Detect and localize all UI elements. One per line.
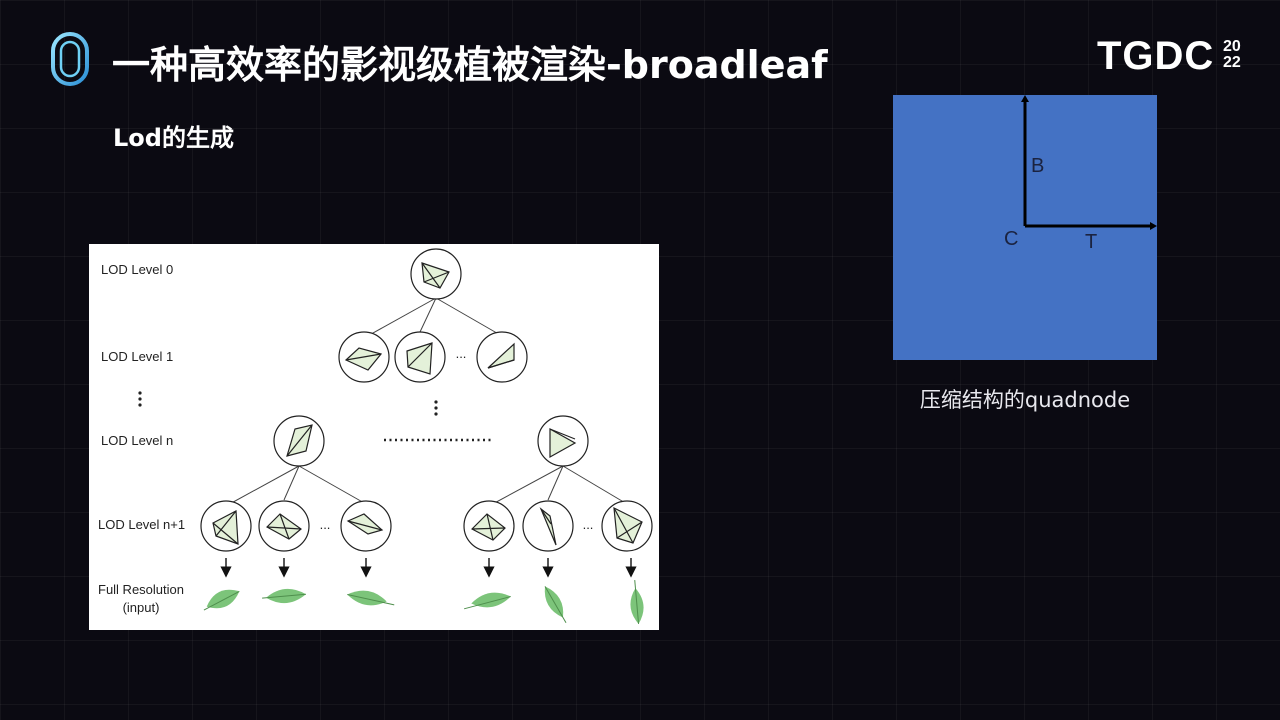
lod-level-label: LOD Level n+1 bbox=[98, 517, 185, 532]
lod-node bbox=[601, 500, 653, 552]
lod-node bbox=[273, 415, 325, 467]
axis-label-b: B bbox=[1031, 155, 1045, 177]
leaf-icon bbox=[463, 592, 511, 610]
full-res-input-label: (input) bbox=[123, 600, 160, 615]
leaf-icons bbox=[203, 580, 644, 624]
brand-year-top: 20 bbox=[1223, 38, 1241, 55]
lod-node bbox=[537, 415, 589, 467]
quadnode-caption: 压缩结构的quadnode bbox=[919, 388, 1131, 412]
ellipsis-text: ... bbox=[456, 346, 467, 361]
brand-text: TGDC bbox=[1097, 34, 1215, 78]
leaf-icon bbox=[262, 589, 306, 603]
quadnode-axes bbox=[1021, 95, 1157, 230]
lod-node bbox=[463, 500, 515, 552]
lod-node bbox=[258, 500, 310, 552]
lod-node bbox=[394, 331, 446, 383]
lod-level-label: LOD Level n bbox=[101, 433, 173, 448]
tree-edges bbox=[225, 297, 628, 507]
vertical-ellipsis bbox=[138, 391, 438, 416]
down-arrows bbox=[220, 558, 637, 578]
leaf-icon bbox=[544, 586, 567, 624]
leaf-icon bbox=[203, 589, 240, 611]
lod-nodes bbox=[200, 248, 653, 552]
lod-node bbox=[476, 331, 528, 383]
leaf-icon bbox=[630, 580, 644, 624]
lod-node bbox=[340, 500, 392, 552]
ring-logo-icon bbox=[51, 32, 89, 86]
axis-label-c: C bbox=[1004, 228, 1019, 250]
brand-year-bottom: 22 bbox=[1223, 54, 1241, 71]
quadnode-diagram: B C T bbox=[893, 95, 1157, 360]
ellipsis-text: ... bbox=[320, 517, 331, 532]
lod-node bbox=[522, 500, 574, 552]
axis-label-t: T bbox=[1085, 231, 1098, 253]
lod-node bbox=[338, 331, 390, 383]
lod-level-label: LOD Level 1 bbox=[101, 349, 173, 364]
lod-node bbox=[410, 248, 462, 300]
lod-level-label: LOD Level 0 bbox=[101, 262, 173, 277]
brand-year: 20 22 bbox=[1223, 39, 1247, 71]
ellipsis-text: ... bbox=[583, 517, 594, 532]
page-title: 一种高效率的影视级植被渲染-broadleaf bbox=[112, 43, 828, 87]
section-subtitle: Lod的生成 bbox=[113, 124, 234, 152]
leaf-icon bbox=[347, 590, 395, 606]
lod-node bbox=[200, 500, 252, 552]
full-res-label: Full Resolution bbox=[98, 582, 184, 597]
lod-tree-figure: LOD Level 0 LOD Level 1 LOD Level n LOD … bbox=[89, 244, 659, 630]
